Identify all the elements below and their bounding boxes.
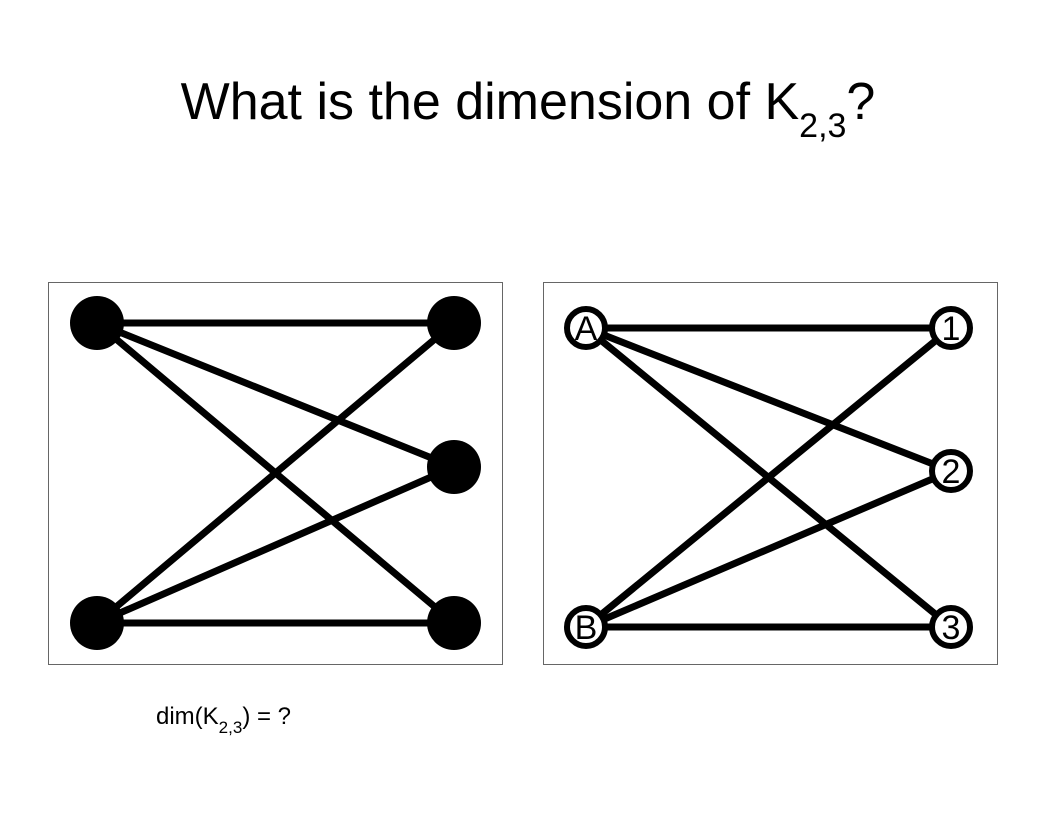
edge-b-to-1 bbox=[582, 324, 955, 631]
caption-suffix: ) = ? bbox=[242, 703, 292, 730]
labeled-k23-graph: A B 1 2 3 bbox=[564, 306, 973, 649]
node-top-right bbox=[427, 296, 481, 350]
node-1 bbox=[929, 306, 973, 350]
caption-prefix: dim(K bbox=[156, 703, 219, 730]
node-b-label: B bbox=[575, 609, 598, 647]
dimension-caption: dim(K2,3) = ? bbox=[156, 702, 292, 737]
node-2 bbox=[929, 449, 973, 493]
edge-top-left-to-middle-right bbox=[93, 319, 458, 471]
title-subscript: 2,3 bbox=[799, 107, 847, 145]
unlabeled-k23-graph bbox=[70, 296, 481, 650]
node-a bbox=[564, 306, 608, 350]
node-1-label: 1 bbox=[942, 310, 961, 348]
node-3-label: 3 bbox=[942, 609, 961, 647]
title-suffix: ? bbox=[846, 73, 876, 131]
node-3 bbox=[929, 605, 973, 649]
labeled-graph-panel: A B 1 2 3 bbox=[543, 282, 998, 665]
node-bottom-right bbox=[427, 596, 481, 650]
unlabeled-graph-panel bbox=[48, 282, 503, 665]
title-prefix: What is the dimension of K bbox=[180, 73, 800, 131]
node-middle-right bbox=[427, 440, 481, 494]
slide-title: What is the dimension of K2,3? bbox=[0, 70, 1056, 145]
node-b bbox=[564, 605, 608, 649]
node-2-label: 2 bbox=[942, 453, 961, 491]
node-top-left bbox=[70, 296, 124, 350]
edge-a-to-2 bbox=[582, 324, 955, 475]
node-a-label: A bbox=[575, 310, 598, 348]
caption-subscript: 2,3 bbox=[218, 718, 243, 737]
node-bottom-left bbox=[70, 596, 124, 650]
edge-bottom-left-to-middle-right bbox=[93, 463, 458, 627]
edge-bottom-left-to-top-right bbox=[93, 319, 458, 627]
edge-b-to-2 bbox=[582, 467, 955, 631]
